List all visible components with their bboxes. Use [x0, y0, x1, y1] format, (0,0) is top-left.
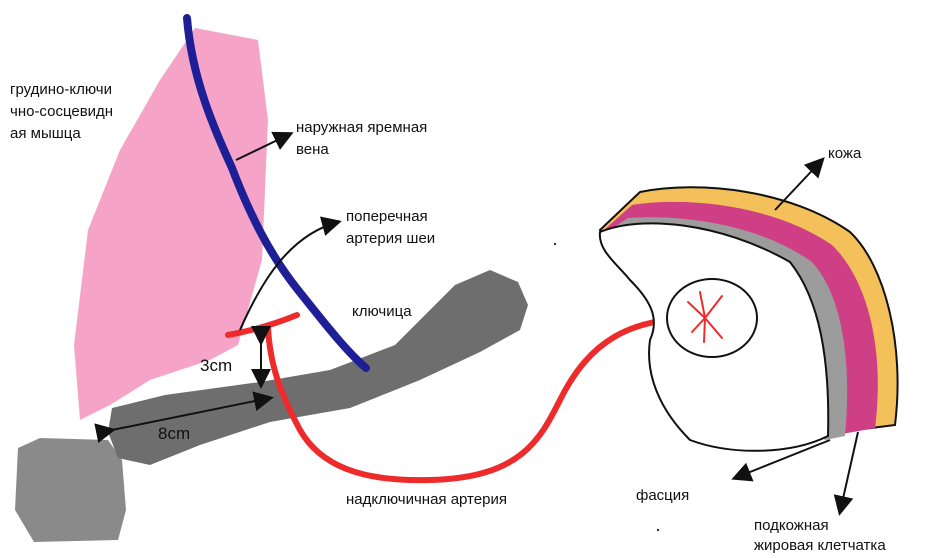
dot [554, 243, 556, 245]
fascia-label: фасция [636, 486, 689, 506]
clavicle-label: ключица [352, 302, 412, 322]
subcut-label-line1: подкожная [754, 516, 829, 536]
scm-label-line3: ая мышца [10, 124, 81, 144]
distance-8cm-label: 8cm [158, 424, 190, 444]
subcut-label-line2: жировая клетчатка [754, 536, 886, 556]
sternum [15, 438, 126, 542]
distance-3cm-label: 3cm [200, 356, 232, 376]
arrow-skin [775, 160, 822, 210]
ext-jugular-label-line2: вена [296, 140, 329, 160]
arrow-subcut [840, 432, 858, 512]
dot [657, 529, 659, 531]
transverse-label-line1: поперечная [346, 207, 428, 227]
supraclavicular-label: надключичная артерия [346, 490, 507, 510]
pedicle-circle [667, 279, 757, 357]
scm-label-line2: чно-сосцевидн [10, 102, 113, 122]
transverse-label-line2: артерия шеи [346, 229, 435, 249]
scm-label-line1: грудино-ключи [10, 80, 112, 100]
ext-jugular-label-line1: наружная яремная [296, 118, 427, 138]
skin-label: кожа [828, 144, 861, 164]
